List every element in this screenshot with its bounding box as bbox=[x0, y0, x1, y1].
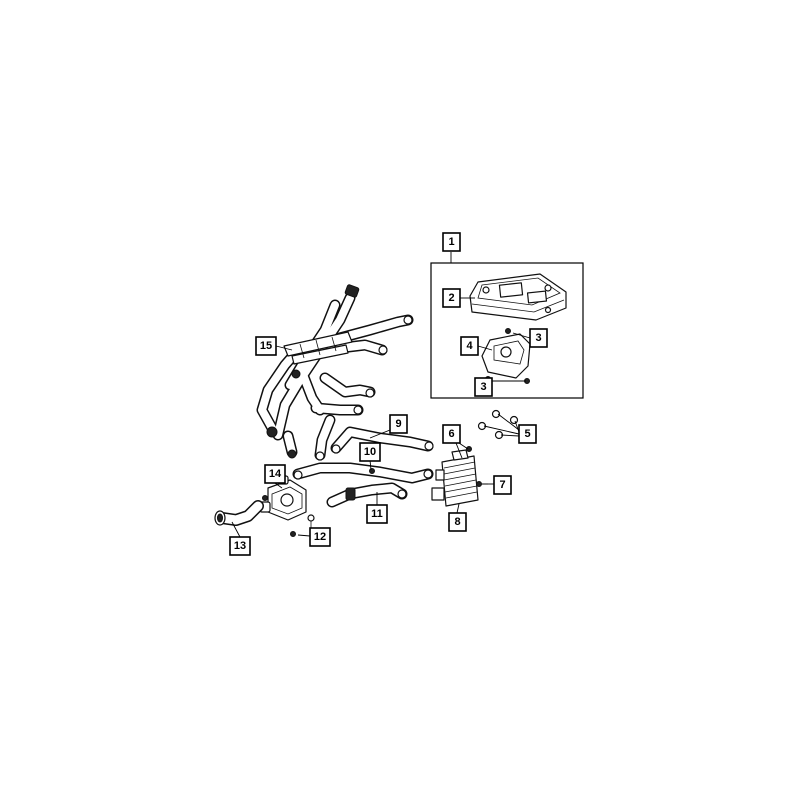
svg-text:7: 7 bbox=[499, 479, 505, 491]
svg-text:10: 10 bbox=[364, 446, 376, 458]
part-9-hose bbox=[330, 426, 434, 454]
callout-11: 11 bbox=[366, 504, 388, 524]
callout-5: 5 bbox=[518, 424, 537, 444]
part-10-hose bbox=[292, 462, 434, 484]
callout-8: 8 bbox=[448, 512, 467, 532]
callout-9: 9 bbox=[389, 414, 408, 434]
callout-12: 12 bbox=[309, 527, 331, 547]
part-2-module bbox=[469, 273, 567, 321]
assembly-1-frame bbox=[430, 262, 584, 399]
svg-text:2: 2 bbox=[448, 292, 454, 304]
svg-text:4: 4 bbox=[466, 340, 473, 352]
callout-3-lower: 3 bbox=[474, 377, 493, 397]
callout-13: 13 bbox=[229, 536, 251, 556]
callout-7: 7 bbox=[493, 475, 512, 495]
callout-10: 10 bbox=[359, 442, 381, 462]
callout-4: 4 bbox=[460, 336, 479, 356]
svg-text:11: 11 bbox=[371, 508, 383, 520]
svg-text:12: 12 bbox=[314, 531, 326, 543]
part-13-hose bbox=[214, 500, 264, 526]
part-15-hose-manifold bbox=[256, 284, 414, 461]
svg-text:5: 5 bbox=[524, 428, 530, 440]
callout-1: 1 bbox=[442, 232, 461, 252]
part-8-cooler bbox=[431, 449, 479, 507]
svg-text:13: 13 bbox=[234, 540, 246, 552]
svg-text:1: 1 bbox=[448, 236, 454, 248]
svg-text:3: 3 bbox=[480, 381, 486, 393]
callout-3-upper: 3 bbox=[529, 328, 548, 348]
svg-text:8: 8 bbox=[454, 516, 460, 528]
callout-2: 2 bbox=[442, 288, 461, 308]
svg-text:14: 14 bbox=[269, 468, 282, 480]
part-11-hose bbox=[326, 482, 408, 508]
callout-15: 15 bbox=[255, 336, 277, 356]
part-5-nuts bbox=[477, 409, 519, 440]
callout-6: 6 bbox=[442, 424, 461, 444]
part-12-screw bbox=[290, 514, 315, 537]
svg-text:15: 15 bbox=[260, 340, 272, 352]
svg-text:6: 6 bbox=[448, 428, 454, 440]
part-4-bracket bbox=[481, 333, 531, 379]
svg-text:3: 3 bbox=[535, 332, 541, 344]
callout-14: 14 bbox=[264, 464, 286, 484]
svg-text:9: 9 bbox=[395, 418, 401, 430]
